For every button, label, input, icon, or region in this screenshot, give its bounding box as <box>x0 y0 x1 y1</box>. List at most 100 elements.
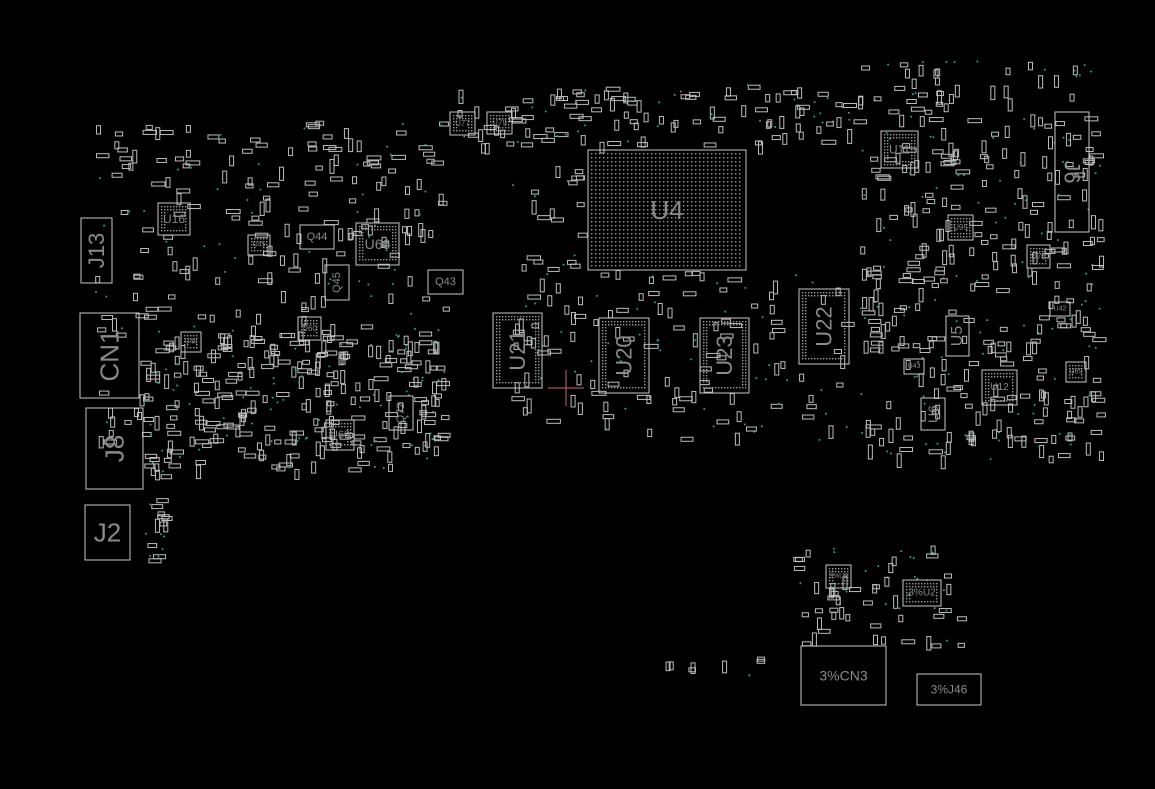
ball <box>715 213 717 215</box>
component-q72[interactable]: Q72 <box>388 395 414 431</box>
via <box>443 370 446 373</box>
component-u43[interactable]: U43 <box>903 358 925 375</box>
passive-pad <box>924 109 933 115</box>
via <box>864 569 867 572</box>
component-3cn3[interactable]: 3%CN3 <box>800 645 887 706</box>
via <box>411 444 414 447</box>
via <box>406 415 409 418</box>
passive-pad <box>117 147 128 153</box>
passive-pad <box>970 283 976 292</box>
ball <box>663 257 665 259</box>
component-u16[interactable]: U16 <box>157 202 191 236</box>
component-u60[interactable]: U60 <box>325 419 355 451</box>
ball <box>721 387 723 389</box>
component-q44[interactable]: Q44 <box>299 224 335 250</box>
ball <box>745 363 747 365</box>
component-3j46[interactable]: 3%J46 <box>916 673 982 706</box>
passive-pad <box>1042 407 1048 417</box>
ball <box>735 165 737 167</box>
ball <box>395 256 397 258</box>
ball <box>161 209 163 211</box>
ball <box>829 577 831 579</box>
ball <box>493 124 495 126</box>
component-u6[interactable]: U6 <box>920 397 946 431</box>
component-label: J13 <box>84 233 109 268</box>
component-u66[interactable]: U66 <box>355 222 400 266</box>
passive-pad <box>284 439 296 445</box>
ball <box>675 237 677 239</box>
component-u48[interactable]: U48 <box>180 331 202 353</box>
ball <box>727 241 729 243</box>
component-j2[interactable]: J2 <box>84 504 131 561</box>
ball <box>735 209 737 211</box>
passive-pad <box>343 128 349 139</box>
ball <box>647 209 649 211</box>
via <box>318 419 321 422</box>
component-q43[interactable]: Q43 <box>427 269 464 295</box>
component-u95[interactable]: U95 <box>947 214 974 241</box>
ball <box>951 218 953 220</box>
passive-pad <box>884 576 890 587</box>
ball <box>627 229 629 231</box>
ball <box>529 316 531 318</box>
component-u21[interactable]: U21 <box>492 312 543 389</box>
component-u4[interactable]: U4 <box>587 149 747 271</box>
ball <box>505 319 507 321</box>
component-u79[interactable]: U79 <box>486 111 513 135</box>
passive-pad <box>1005 67 1011 76</box>
passive-pad <box>896 453 902 468</box>
ball <box>735 157 737 159</box>
ball <box>607 189 609 191</box>
component-3u3[interactable]: 3%U3 <box>825 564 852 589</box>
via <box>225 434 228 437</box>
component-u69[interactable]: U69 <box>1065 361 1087 383</box>
ball <box>691 245 693 247</box>
component-u12[interactable]: U12 <box>981 369 1018 406</box>
passive-pad <box>366 160 379 166</box>
component-u20[interactable]: U20 <box>598 317 650 394</box>
via <box>703 407 706 410</box>
ball <box>739 237 741 239</box>
via <box>219 133 222 136</box>
ball <box>918 601 920 603</box>
component-j8[interactable]: J8 <box>85 407 144 490</box>
passive-pad <box>388 293 394 304</box>
ball <box>266 238 268 240</box>
ball <box>639 185 641 187</box>
component-u60b[interactable]: U60 <box>297 316 322 341</box>
ball <box>884 161 886 163</box>
component-label: U5 <box>949 326 966 347</box>
component-u77[interactable]: U77 <box>449 111 476 136</box>
ball <box>691 253 693 255</box>
ball <box>627 201 629 203</box>
component-u23[interactable]: U23 <box>699 317 750 394</box>
component-j13[interactable]: J13 <box>80 217 113 284</box>
passive-pad <box>674 387 680 399</box>
ball <box>711 217 713 219</box>
via <box>889 239 892 242</box>
component-u11[interactable]: U11 <box>880 130 919 169</box>
ball <box>731 265 733 267</box>
component-u78[interactable]: U78 <box>1026 244 1051 269</box>
ball <box>802 340 804 342</box>
component-u5[interactable]: U5 <box>945 315 970 357</box>
component-3u2[interactable]: 3%U2 <box>902 579 942 607</box>
ball <box>615 173 617 175</box>
component-u42[interactable]: U42 <box>1049 301 1071 317</box>
ball <box>647 237 649 239</box>
component-q45[interactable]: Q45 <box>324 264 350 301</box>
ball <box>615 249 617 251</box>
ball <box>723 225 725 227</box>
component-cn1[interactable]: CN1 <box>79 312 140 399</box>
component-j6[interactable]: J6 <box>1054 111 1090 233</box>
component-outline <box>880 130 919 169</box>
ball <box>635 189 637 191</box>
ball <box>304 320 306 322</box>
ball <box>667 201 669 203</box>
component-u22[interactable]: U22 <box>798 288 850 365</box>
ball <box>395 244 397 246</box>
component-u45[interactable]: U45 <box>247 234 271 256</box>
ball <box>644 336 646 338</box>
ball <box>712 321 714 323</box>
